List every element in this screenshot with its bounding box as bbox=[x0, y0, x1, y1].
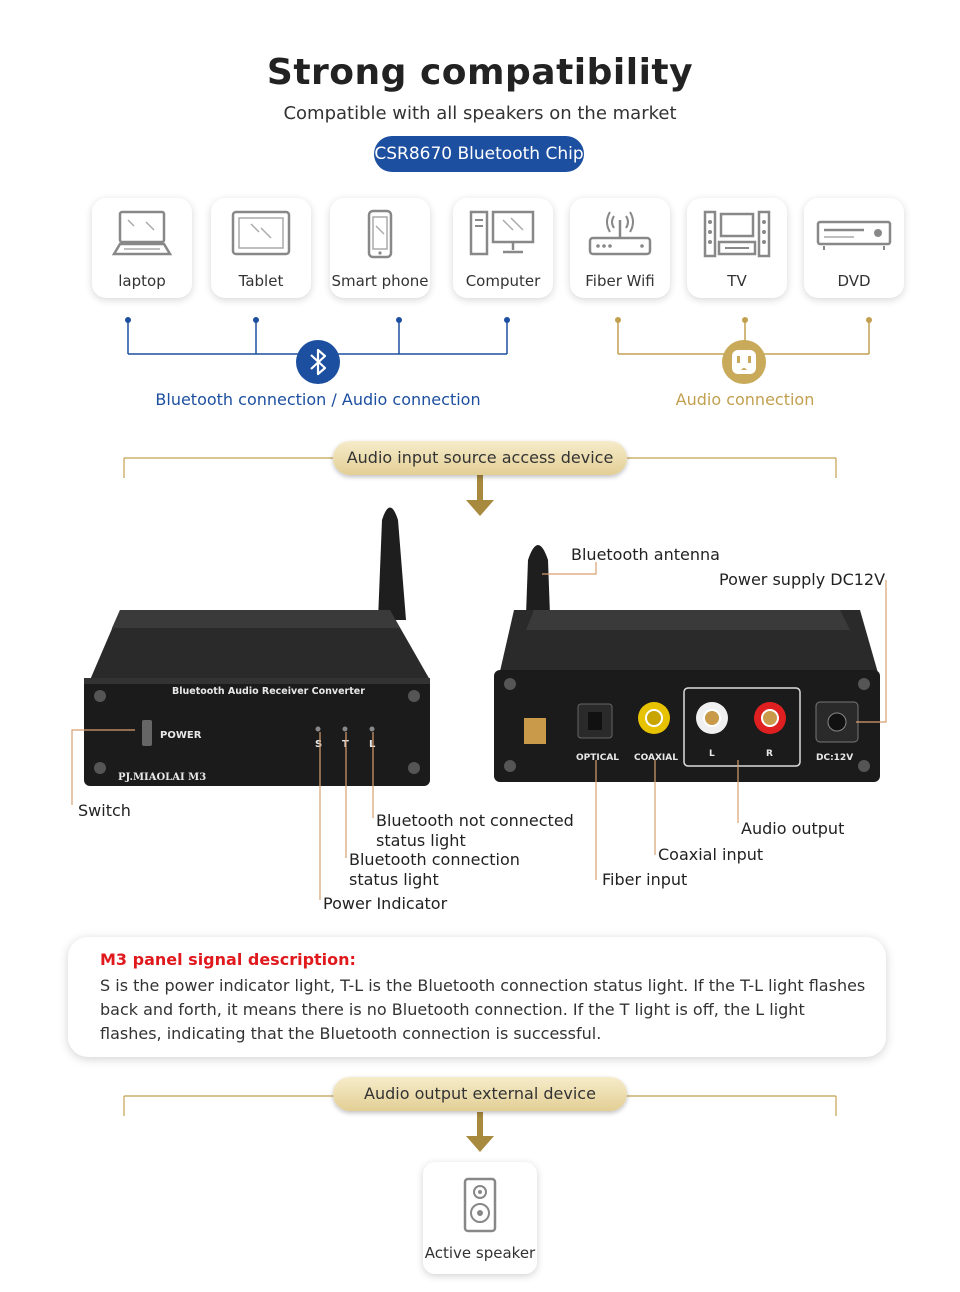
device-card-speaker: Active speaker bbox=[423, 1162, 537, 1274]
output-section-label: Audio output external device bbox=[333, 1077, 627, 1111]
laptop-icon bbox=[111, 210, 173, 256]
l-label: L bbox=[709, 749, 715, 759]
input-section-label: Audio input source access device bbox=[333, 441, 627, 475]
device-card-tablet: Tablet bbox=[211, 198, 311, 298]
page-subtitle: Compatible with all speakers on the mark… bbox=[283, 103, 677, 124]
device-label: DVD bbox=[837, 272, 871, 290]
callout-l-light-2: status light bbox=[376, 831, 466, 850]
device-card-laptop: laptop bbox=[92, 198, 192, 298]
callout-switch: Switch bbox=[78, 801, 131, 820]
connection-lines bbox=[125, 317, 872, 355]
callout-coaxial-input: Coaxial input bbox=[658, 845, 764, 864]
device-card-computer: Computer bbox=[453, 198, 553, 298]
chip-badge: CSR8670 Bluetooth Chip bbox=[374, 136, 584, 172]
led-label-s: S bbox=[315, 739, 322, 750]
device-label: TV bbox=[727, 272, 747, 290]
description-title: M3 panel signal description: bbox=[100, 950, 356, 969]
callout-lines bbox=[71, 562, 887, 900]
power-text: POWER bbox=[160, 730, 202, 741]
device-card-tv: TV bbox=[687, 198, 787, 298]
speaker-icon bbox=[463, 1177, 497, 1233]
front-panel-device: Bluetooth Audio Receiver Converter POWER… bbox=[84, 507, 430, 786]
tablet-icon bbox=[231, 210, 291, 256]
device-label: Computer bbox=[465, 272, 541, 290]
callout-t-light-1: Bluetooth connection bbox=[349, 850, 520, 869]
callout-fiber-input: Fiber input bbox=[602, 870, 688, 889]
description-body: S is the power indicator light, T-L is t… bbox=[100, 976, 866, 1043]
smartphone-icon bbox=[367, 209, 393, 259]
callout-power-indicator: Power Indicator bbox=[323, 894, 448, 913]
dc-label: DC:12V bbox=[816, 753, 853, 763]
computer-icon bbox=[469, 210, 535, 256]
brand-text: Bluetooth Audio Receiver Converter bbox=[172, 686, 365, 697]
router-icon bbox=[588, 211, 652, 256]
r-label: R bbox=[766, 749, 773, 759]
page-title: Strong compatibility bbox=[266, 52, 694, 93]
bluetooth-connection-label: Bluetooth connection / Audio connection bbox=[155, 390, 481, 409]
device-label: Fiber Wifi bbox=[585, 272, 655, 290]
device-label: laptop bbox=[118, 272, 166, 290]
callout-t-light-2: status light bbox=[349, 870, 439, 889]
callout-l-light-1: Bluetooth not connected bbox=[376, 811, 574, 830]
device-label: Active speaker bbox=[424, 1244, 536, 1262]
callout-antenna: Bluetooth antenna bbox=[571, 545, 720, 564]
dvd-icon bbox=[816, 220, 892, 250]
description-box: M3 panel signal description: S is the po… bbox=[68, 937, 886, 1057]
callout-power-supply: Power supply DC12V bbox=[719, 570, 886, 589]
coaxial-label: COAXIAL bbox=[634, 753, 678, 763]
audio-connection-label: Audio connection bbox=[675, 390, 815, 409]
device-card-smartphone: Smart phone bbox=[330, 198, 430, 298]
bluetooth-icon bbox=[296, 340, 340, 384]
device-label: Smart phone bbox=[331, 272, 429, 290]
power-outlet-icon bbox=[722, 340, 766, 384]
callout-audio-output: Audio output bbox=[741, 819, 845, 838]
device-label: Tablet bbox=[238, 272, 284, 290]
optical-label: OPTICAL bbox=[576, 753, 619, 763]
device-card-dvd: DVD bbox=[804, 198, 904, 298]
device-card-router: Fiber Wifi bbox=[570, 198, 670, 298]
rear-panel-device: OPTICAL COAXIAL L R DC:12V bbox=[494, 545, 880, 782]
tv-icon bbox=[703, 210, 771, 258]
model-text: PJ.MIAOLAI M3 bbox=[118, 772, 206, 783]
